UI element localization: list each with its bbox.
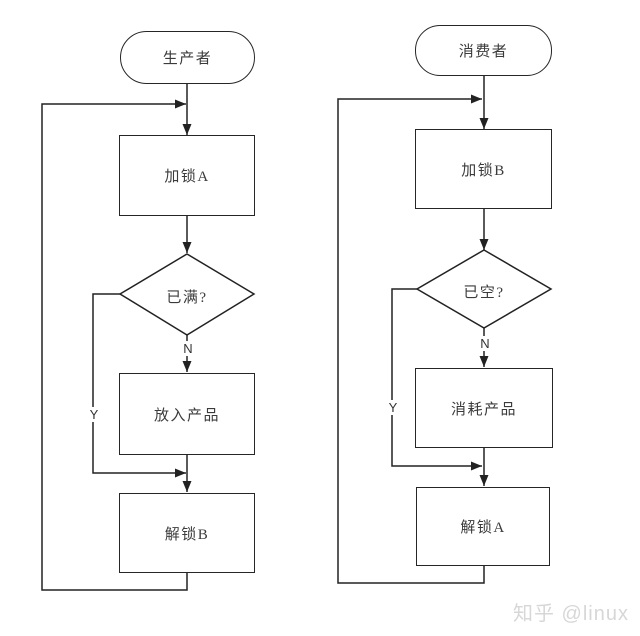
consumer-unlock-label: 解锁A [460, 520, 506, 536]
producer-lock-label: 加锁A [164, 169, 210, 185]
producer-condition-label: 已满? [166, 290, 208, 306]
consumer-yes-branch-connector [391, 288, 482, 471]
consumer-start-node: 消费者 [415, 25, 552, 76]
producer-yes-branch-connector [92, 293, 186, 478]
producer-yes-label: Y [85, 407, 103, 422]
producer-start-label: 生产者 [162, 51, 213, 67]
consumer-condition-diamond-shape [415, 249, 553, 329]
consumer-unlock-node: 解锁A [416, 487, 550, 566]
consumer-loop-connector [337, 94, 485, 584]
producer-action-node: 放入产品 [119, 373, 255, 455]
consumer-action-node: 消耗产品 [415, 368, 553, 448]
producer-lock-node: 加锁A [119, 135, 255, 216]
consumer-start-label: 消费者 [458, 44, 509, 60]
producer-condition-diamond-shape [118, 253, 256, 336]
producer-unlock-node: 解锁B [119, 493, 255, 573]
watermark: 知乎 @linux [513, 603, 629, 625]
consumer-condition-label: 已空? [463, 285, 505, 301]
producer-no-label: N [179, 341, 197, 356]
producer-start-node: 生产者 [120, 31, 255, 84]
consumer-action-label: 消耗产品 [450, 401, 517, 418]
producer-unlock-label: 解锁B [164, 526, 210, 543]
producer-action-label: 放入产品 [153, 407, 220, 424]
consumer-lock-label: 加锁B [461, 162, 506, 179]
producer-loop-connector [41, 99, 188, 591]
consumer-lock-node: 加锁B [415, 129, 552, 209]
consumer-yes-label: Y [384, 400, 402, 415]
consumer-no-label: N [476, 336, 494, 351]
